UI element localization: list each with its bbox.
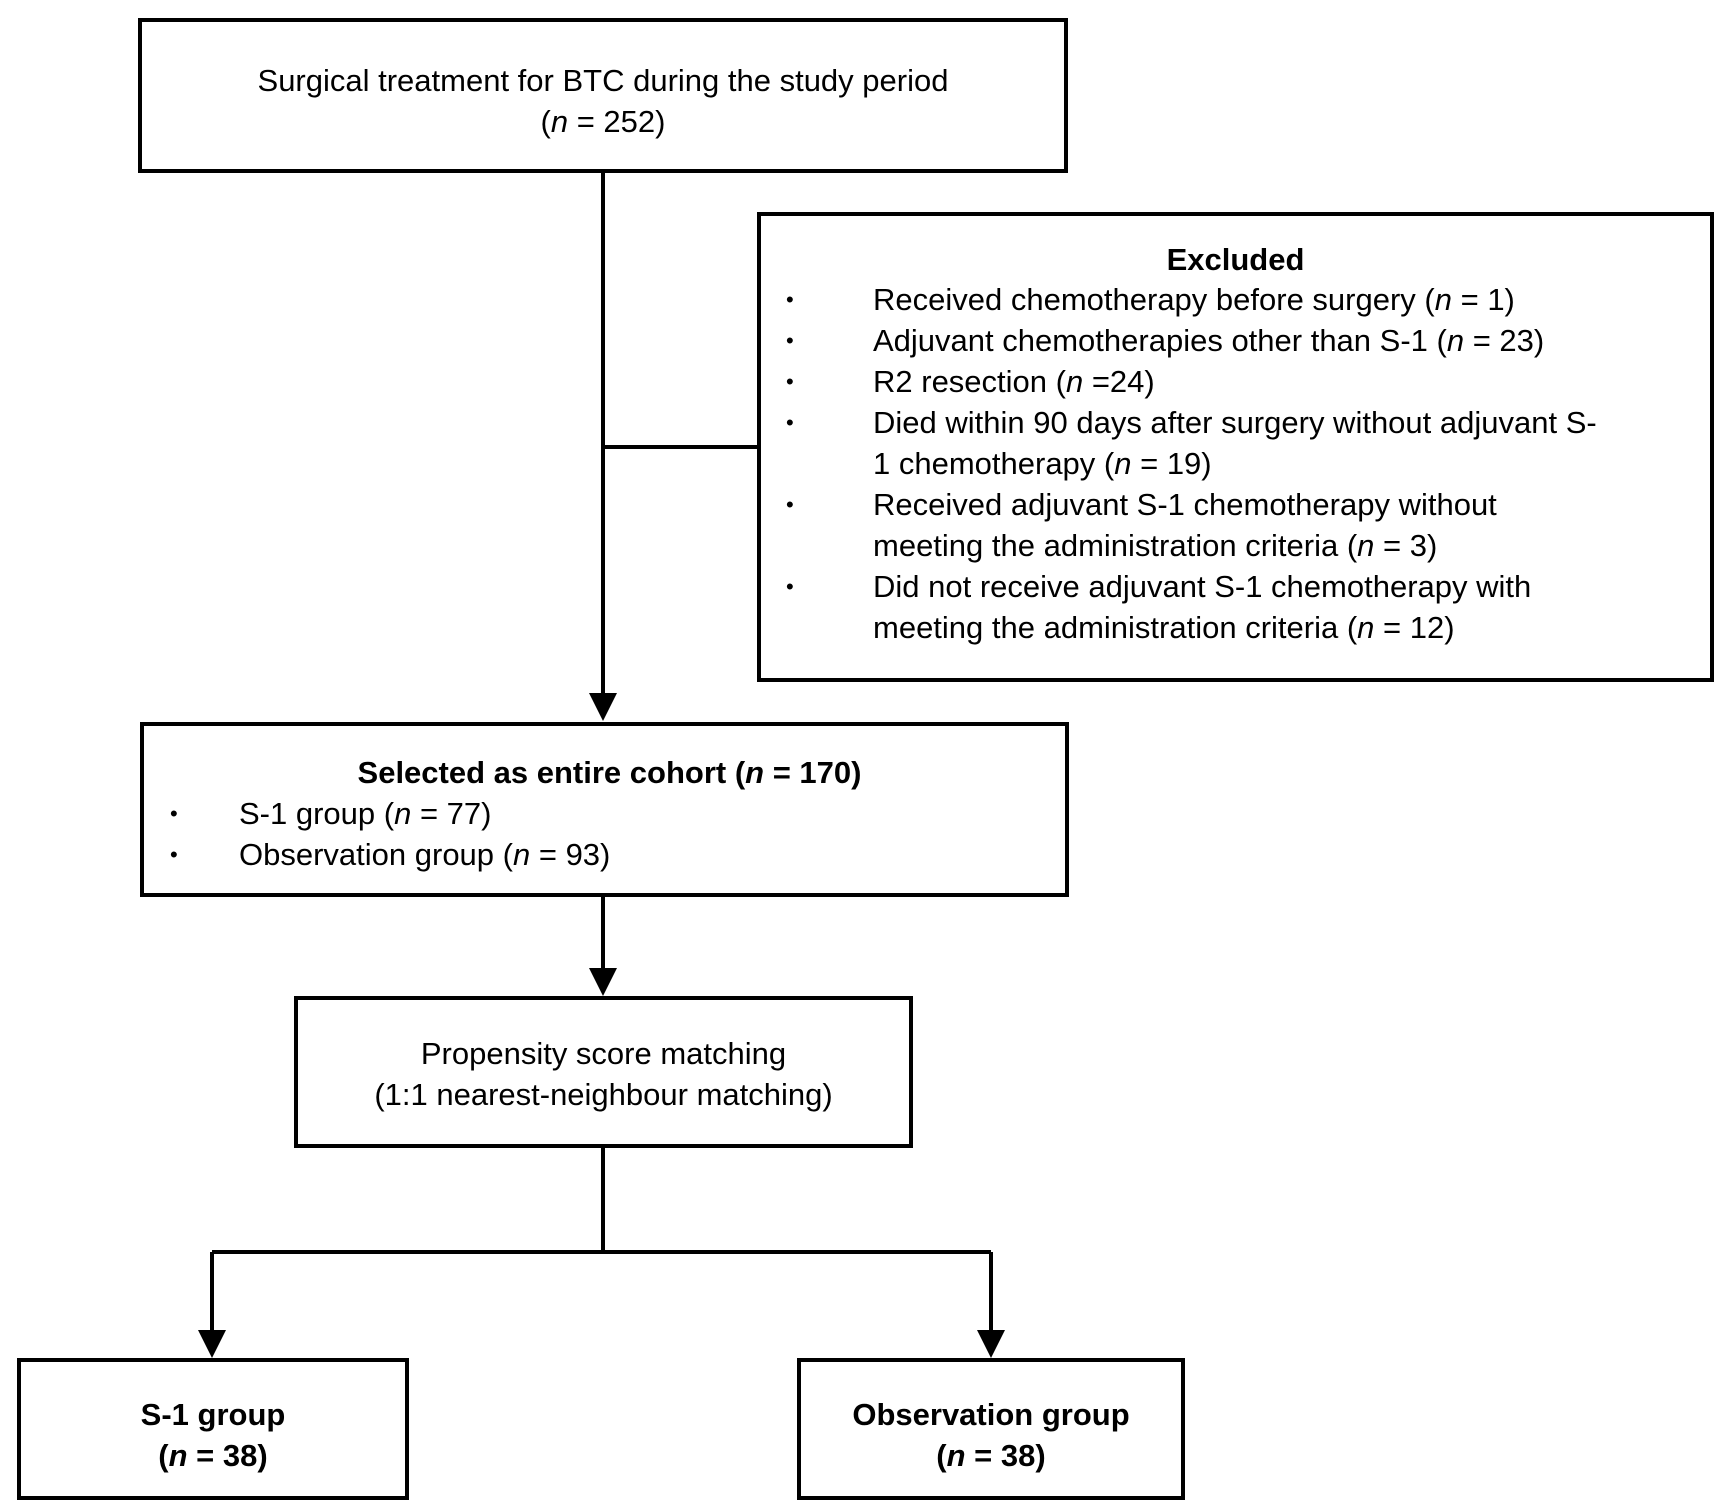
cohort-title: Selected as entire cohort (n = 170) <box>357 755 862 790</box>
arrowhead-to-cohort <box>589 693 617 721</box>
start-line1: Surgical treatment for BTC during the st… <box>257 63 949 98</box>
arrowhead-to-observation <box>977 1330 1005 1358</box>
cohort-item-observation: • Observation group (n = 93) <box>144 834 1065 875</box>
bullet: • <box>786 492 794 517</box>
arrowhead-to-psm <box>589 968 617 996</box>
bullet: • <box>786 287 794 312</box>
excluded-item-6: • Did not receive adjuvant S-1 chemother… <box>761 566 1710 648</box>
box-excluded: Excluded • Received chemotherapy before … <box>757 212 1714 682</box>
psm-line2: (1:1 nearest-neighbour matching) <box>374 1077 833 1112</box>
bullet: • <box>786 410 794 435</box>
excluded-item-2: • Adjuvant chemotherapies other than S-1… <box>761 320 1710 361</box>
arrowhead-to-s1 <box>198 1330 226 1358</box>
bullet: • <box>170 801 178 826</box>
observation-title: Observation group <box>852 1397 1130 1432</box>
excluded-item-5: • Received adjuvant S-1 chemotherapy wit… <box>761 484 1710 566</box>
box-propensity-score-matching: Propensity score matching (1:1 nearest-n… <box>294 996 913 1148</box>
s1-n: (n = 38) <box>158 1438 268 1473</box>
psm-line1: Propensity score matching <box>420 1036 787 1071</box>
excluded-item-1: • Received chemotherapy before surgery (… <box>761 279 1710 320</box>
excluded-item-4: • Died within 90 days after surgery with… <box>761 402 1710 484</box>
start-n: (n = 252) <box>540 104 666 139</box>
excluded-list: • Received chemotherapy before surgery (… <box>761 279 1710 648</box>
cohort-item-s1: • S-1 group (n = 77) <box>144 793 1065 834</box>
s1-title: S-1 group <box>140 1397 286 1432</box>
box-s1-group: S-1 group (n = 38) <box>17 1358 409 1500</box>
excluded-item-3: • R2 resection (n =24) <box>761 361 1710 402</box>
excluded-title: Excluded <box>1166 242 1305 277</box>
box-surgical-treatment: Surgical treatment for BTC during the st… <box>138 18 1068 173</box>
box-observation-group: Observation group (n = 38) <box>797 1358 1185 1500</box>
observation-n: (n = 38) <box>936 1438 1046 1473</box>
cohort-list: • S-1 group (n = 77) • Observation group… <box>144 793 1065 875</box>
bullet: • <box>170 842 178 867</box>
box-entire-cohort: Selected as entire cohort (n = 170) • S-… <box>140 722 1069 897</box>
bullet: • <box>786 369 794 394</box>
bullet: • <box>786 574 794 599</box>
bullet: • <box>786 328 794 353</box>
